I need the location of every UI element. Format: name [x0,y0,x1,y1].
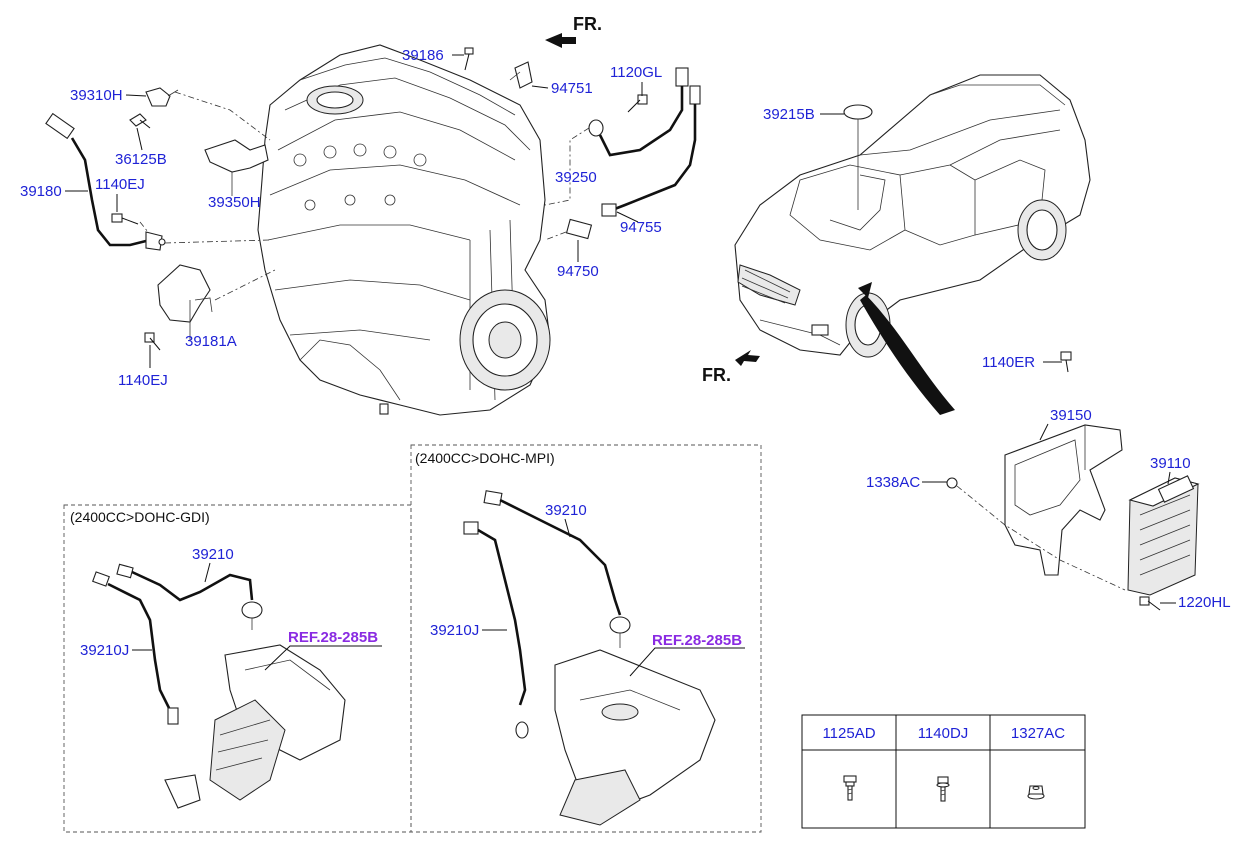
table-header-1125AD: 1125AD [822,725,875,742]
label-94750: 94750 [557,263,599,280]
label-39350H: 39350H [208,194,261,211]
part-labels: 39186 94751 1120GL 39310H 36125B 39180 1… [20,47,1231,659]
label-1120GL: 1120GL [610,64,662,81]
knock-sensor-harness-39250 [588,67,689,157]
label-39310H: 39310H [70,87,123,104]
label-mpi-39210: 39210 [545,502,587,519]
label-36125B: 36125B [115,151,167,168]
label-1140ER: 1140ER [982,354,1035,371]
sensor-94750 [565,218,593,240]
label-94755: 94755 [620,219,662,236]
fastener-table: 1125AD 1140DJ 1327AC [801,714,1086,829]
ecu-bracket-39150 [1004,424,1123,576]
front-label-top: FR. [573,14,602,34]
bolt-39186 [464,47,474,71]
mpi-variant-box [410,444,762,833]
label-gdi-39210J: 39210J [80,642,129,659]
label-1338AC: 1338AC [866,474,920,491]
label-39186: 39186 [402,47,444,64]
sensor-harness-94755 [601,85,701,217]
ref-gdi: REF.28-285B [288,629,378,646]
label-39180: 39180 [20,183,62,200]
bolt-1140ER [1060,351,1072,373]
bolt-1120GL [627,94,648,113]
bolt-flange-icon [843,775,857,801]
sensor-94751 [509,61,533,89]
gdi-exhaust-assembly [92,563,382,809]
front-direction-arrow-left: FR. [702,350,760,385]
front-direction-arrow-top: FR. [545,14,602,48]
label-39110: 39110 [1150,455,1191,472]
label-1220HL: 1220HL [1178,594,1231,611]
table-header-1327AC: 1327AC [1011,725,1065,742]
cam-position-sensor-39310H [145,87,179,107]
label-1140EJ-upper: 1140EJ [95,176,145,193]
label-39181A: 39181A [185,333,237,350]
label-1140EJ-lower: 1140EJ [118,372,168,389]
label-94751: 94751 [551,80,593,97]
nut-1338AC [946,477,958,489]
ecu-39110 [1127,475,1200,596]
bolt-1140EJ-upper [111,213,139,225]
bolt-1220HL [1139,596,1161,611]
label-gdi-39210: 39210 [192,546,234,563]
gdi-variant-box [63,504,412,833]
mpi-exhaust-assembly [463,490,745,826]
ref-mpi: REF.28-285B [652,632,742,649]
flange-nut-icon [1027,785,1045,800]
caption-gdi: (2400CC>DOHC-GDI) [70,509,210,525]
front-label-left: FR. [702,365,731,385]
table-header-1140DJ: 1140DJ [918,725,969,742]
shield-39181A [157,264,213,340]
label-39250: 39250 [555,169,597,186]
bolt-washer-icon [936,776,950,802]
label-39215B: 39215B [763,106,815,123]
bolt-1140EJ-lower [144,332,161,351]
label-39150: 39150 [1050,407,1092,424]
label-mpi-39210J: 39210J [430,622,479,639]
caption-mpi: (2400CC>DOHC-MPI) [415,450,555,466]
bolt-36125B [129,113,151,129]
crank-sensor-harness-39180 [45,112,166,251]
vehicle-illustration [734,74,1091,415]
bracket-39350H [204,139,269,196]
engine-assembly [257,44,551,416]
